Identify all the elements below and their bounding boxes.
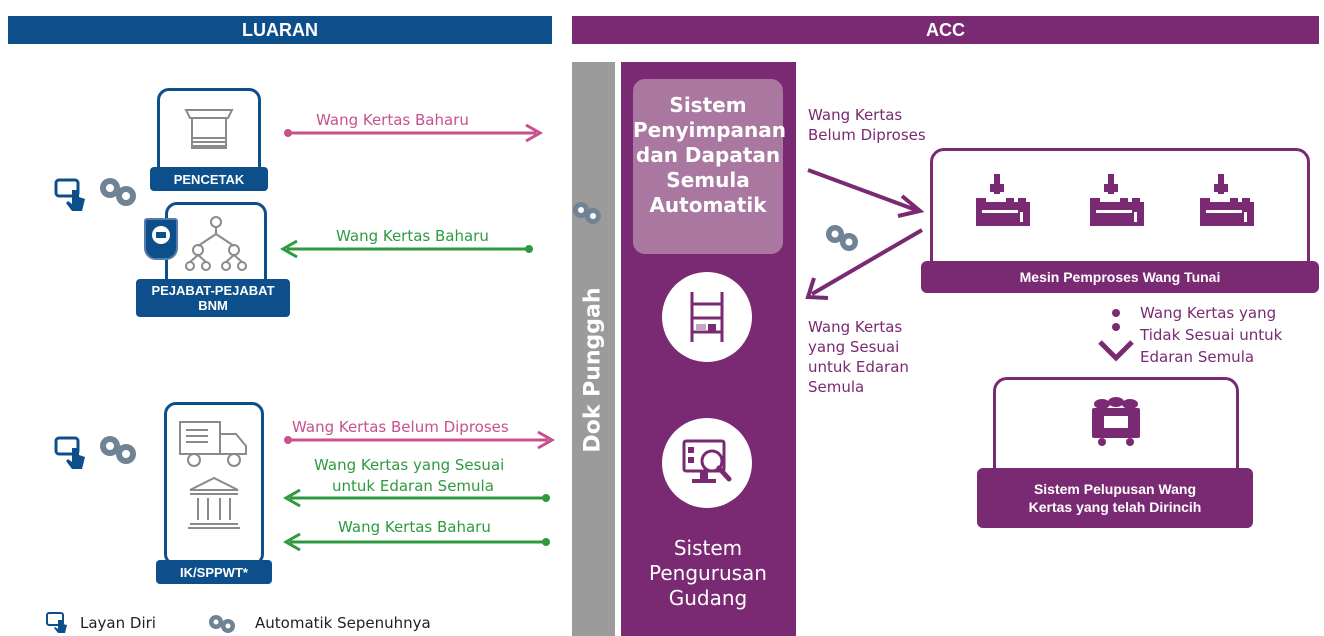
wms-title: Sistem Pengurusan Gudang xyxy=(649,536,767,610)
shred-label-line2: Kertas yang telah Dirincih xyxy=(1028,499,1202,515)
monitor-search-icon xyxy=(682,439,732,483)
bnm-label: PEJABAT-PEJABAT BNM xyxy=(136,279,290,317)
bnm-logo xyxy=(144,218,178,260)
monitor-circle xyxy=(662,418,752,508)
arrow-acc-to-ik-new xyxy=(282,532,550,552)
label-acc-to-ik-new: Wang Kertas Baharu xyxy=(338,518,491,536)
arrow-ik-to-acc xyxy=(284,430,556,450)
shred-bin-icon xyxy=(1092,397,1140,446)
label-fit-3: untuk Edaran xyxy=(808,358,909,376)
arrow-machine-to-shred xyxy=(1098,309,1134,362)
arrow-acc-to-bnm xyxy=(279,239,533,259)
gear-icon xyxy=(100,436,136,464)
delivery-truck-icon xyxy=(179,421,247,467)
arrow-unprocessed-to-machine xyxy=(807,168,925,218)
label-fit-4: Semula xyxy=(808,378,865,396)
label-ik-to-acc: Wang Kertas Belum Diproses xyxy=(292,418,509,436)
shred-label-line1: Sistem Pelupusan Wang xyxy=(1033,481,1197,497)
label-unfit-1: Wang Kertas yang xyxy=(1140,304,1277,322)
legend-self-service: Layan Diri xyxy=(80,614,156,632)
label-acc-to-ik-fit-2: untuk Edaran Semula xyxy=(332,477,494,495)
printer-label: PENCETAK xyxy=(150,167,268,191)
legend-fully-automatic: Automatik Sepenuhnya xyxy=(255,614,431,632)
bnm-seal-icon xyxy=(152,226,170,244)
gear-icon xyxy=(209,615,235,633)
header-luaran: LUARAN xyxy=(8,16,552,44)
label-unprocessed-2: Belum Diproses xyxy=(808,126,926,144)
ik-label: IK/SPPWT* xyxy=(156,560,272,584)
header-acc-label: ACC xyxy=(926,19,965,40)
self-service-icon xyxy=(54,436,85,469)
cash-processor-label: Mesin Pemproses Wang Tunai xyxy=(921,261,1319,293)
self-service-icon xyxy=(46,612,67,633)
label-unfit-3: Edaran Semula xyxy=(1140,348,1255,366)
processing-machine-icon xyxy=(1200,174,1254,226)
arrow-acc-to-ik-fit xyxy=(282,488,550,508)
gear-icon xyxy=(100,178,136,206)
shred-label: Sistem Pelupusan Wang Kertas yang telah … xyxy=(977,468,1253,528)
label-printer-to-acc: Wang Kertas Baharu xyxy=(316,111,469,129)
processing-machine-icon xyxy=(976,174,1030,226)
ik-card xyxy=(164,402,264,566)
label-fit-2: yang Sesuai xyxy=(808,338,900,356)
header-acc: ACC xyxy=(572,16,1319,44)
label-acc-to-bnm: Wang Kertas Baharu xyxy=(336,227,489,245)
label-acc-to-ik-fit-1: Wang Kertas yang Sesuai xyxy=(314,456,505,474)
label-unprocessed-1: Wang Kertas xyxy=(808,106,903,124)
printer-icon xyxy=(184,109,234,149)
shelving-circle xyxy=(662,272,752,362)
gear-icon xyxy=(573,202,601,224)
dock-column xyxy=(572,62,615,636)
processing-machine-icon xyxy=(1090,174,1144,226)
header-luaran-label: LUARAN xyxy=(242,19,318,40)
bank-building-icon xyxy=(188,476,240,529)
asrs-box xyxy=(633,79,783,254)
arrow-printer-to-acc xyxy=(284,123,544,143)
asrs-title: Sistem Penyimpanan dan Dapatan Semula Au… xyxy=(633,93,786,217)
org-chart-icon xyxy=(185,216,247,271)
label-unfit-2: Tidak Sesuai untuk xyxy=(1140,326,1283,344)
self-service-icon xyxy=(54,178,85,211)
label-fit-1: Wang Kertas xyxy=(808,318,903,336)
gear-icon xyxy=(826,225,858,251)
arrow-machine-to-acc-fit xyxy=(805,228,924,300)
storage-rack-icon xyxy=(690,292,724,342)
